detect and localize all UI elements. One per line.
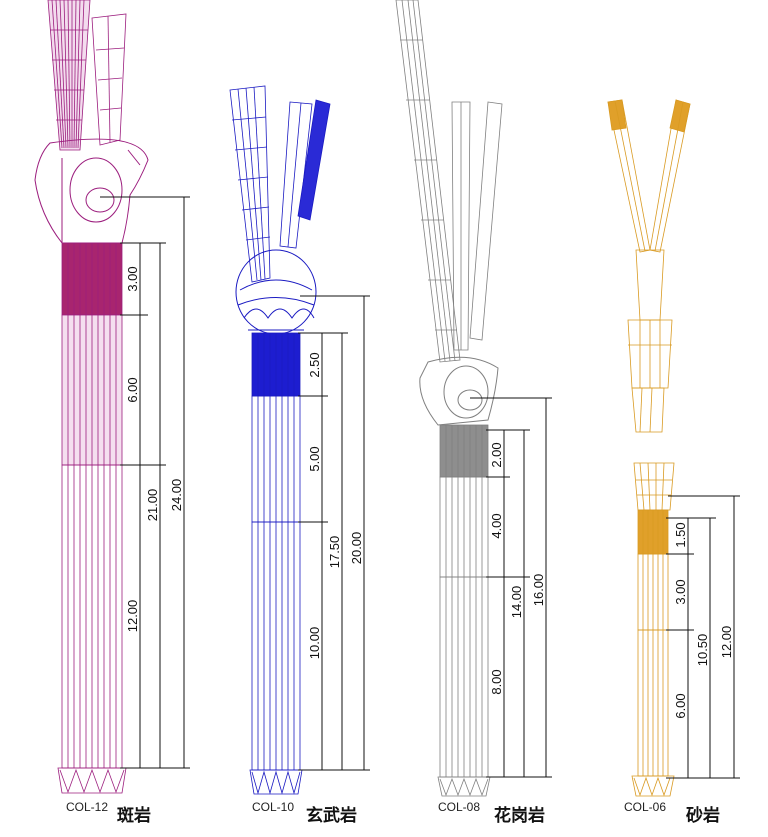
col-12-code: COL-12	[66, 800, 108, 814]
col-12-dim-3: 12.00	[125, 600, 140, 633]
col-08-dim-3: 8.00	[489, 669, 504, 694]
col-10-dim-3: 10.00	[307, 627, 322, 660]
col-06-dim-2: 3.00	[673, 579, 688, 604]
col-08-code: COL-08	[438, 800, 480, 814]
col-12-dim-2: 6.00	[125, 377, 140, 402]
col-06-capital	[633, 462, 675, 511]
col-12-dim-1: 3.00	[125, 266, 140, 291]
col-10-capital	[235, 249, 317, 335]
col-08-dimensions	[470, 397, 552, 778]
col-06-neck	[627, 249, 673, 433]
col-06-dimensions	[666, 495, 740, 779]
col-08-upper-left-arm	[395, 0, 461, 363]
column-col-10	[229, 85, 331, 795]
col-08-capital	[419, 356, 499, 426]
col-12-shaft	[61, 242, 123, 769]
col-12-base	[57, 767, 127, 794]
col-08-material: 花岗岩	[494, 805, 545, 826]
col-10-dim-2: 5.00	[307, 446, 322, 471]
col-06-dim-1: 1.50	[673, 522, 688, 547]
col-10-dim-5: 20.00	[349, 532, 364, 565]
col-12-dimensions	[100, 196, 190, 769]
col-06-upper-right-arm	[649, 99, 691, 253]
col-06-code: COL-06	[624, 800, 666, 814]
col-06-shaft	[637, 509, 669, 777]
col-06-base	[631, 775, 675, 797]
col-10-upper-right-arm	[279, 99, 331, 249]
col-06-upper-left-arm	[607, 99, 651, 253]
col-12-dim-4: 21.00	[145, 489, 160, 522]
col-08-dim-5: 16.00	[531, 574, 546, 607]
col-12-material: 斑岩	[117, 805, 151, 826]
col-12-dim-5: 24.00	[169, 479, 184, 512]
col-12-capital	[34, 138, 149, 244]
col-08-shaft	[439, 424, 489, 778]
col-06-dim-4: 10.50	[695, 634, 710, 667]
col-06-dim-5: 12.00	[719, 626, 734, 659]
col-08-dim-1: 2.00	[489, 442, 504, 467]
col-10-upper-left-arm	[229, 85, 271, 283]
col-10-code: COL-10	[252, 800, 294, 814]
column-col-08	[395, 0, 503, 797]
column-col-12	[34, 0, 149, 794]
col-08-upper-right-arm	[451, 101, 503, 351]
col-10-base	[249, 769, 303, 795]
col-06-material: 砂岩	[686, 805, 720, 826]
col-08-base	[437, 776, 491, 797]
column-col-06-top	[607, 99, 691, 433]
col-08-dim-2: 4.00	[489, 513, 504, 538]
col-10-dim-1: 2.50	[307, 352, 322, 377]
col-12-upper-left-arm	[47, 0, 91, 151]
col-10-dim-4: 17.50	[327, 536, 342, 569]
col-12-upper-right-arm	[91, 13, 127, 146]
col-10-material: 玄武岩	[306, 805, 357, 826]
column-col-06	[631, 462, 675, 797]
col-08-dim-4: 14.00	[509, 586, 524, 619]
col-06-dim-3: 6.00	[673, 693, 688, 718]
col-10-shaft	[251, 332, 301, 771]
col-10-dimensions	[298, 295, 370, 771]
